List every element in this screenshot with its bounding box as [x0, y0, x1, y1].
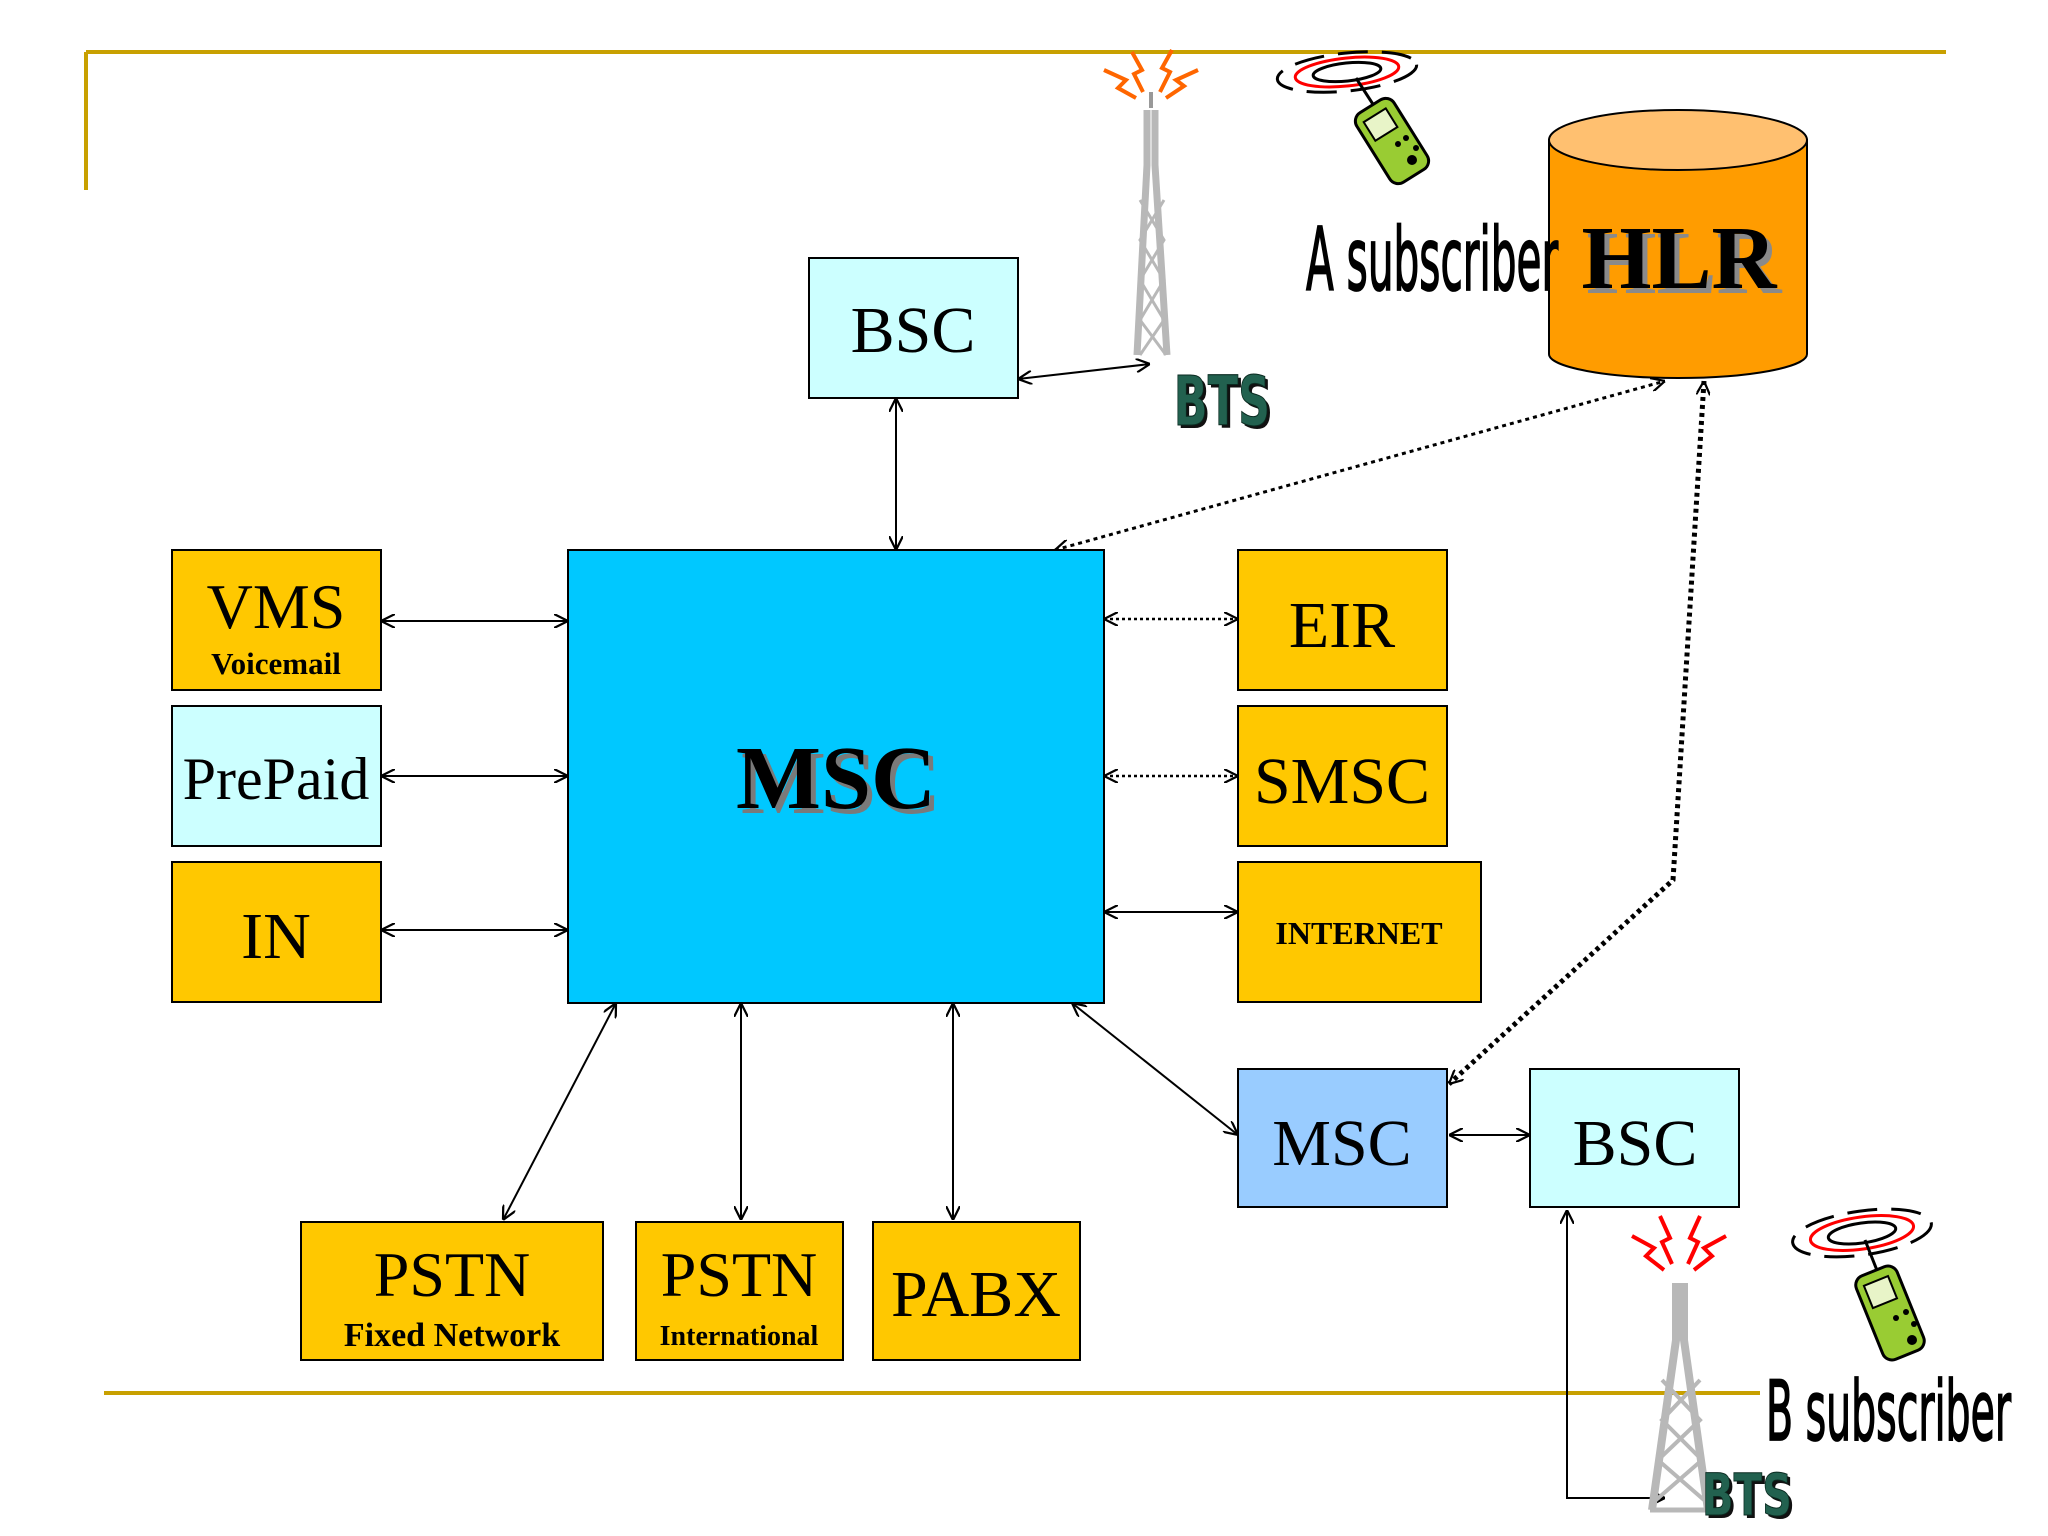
pabx-node: PABX — [872, 1221, 1081, 1361]
pstn-intl-title: PSTN — [661, 1239, 818, 1310]
a-subscriber-label: A subscriber — [1306, 210, 1559, 311]
eir-label: EIR — [1289, 589, 1395, 662]
smsc-node: SMSC — [1237, 705, 1448, 847]
cylinder-database-icon — [1548, 109, 1808, 379]
hlr-label: HLR — [1581, 209, 1777, 308]
internet-node: INTERNET — [1237, 861, 1482, 1003]
msc-main-node: MSC MSC — [567, 549, 1105, 1004]
link-msc-msc — [1072, 1003, 1238, 1135]
bts-bottom-tower: BTS BTS — [1631, 1215, 1795, 1532]
mobile-phone-icon — [1854, 1239, 1926, 1362]
link-msc-hlr — [1055, 381, 1665, 550]
link-bsc-bts-top — [1018, 364, 1150, 379]
bts-bottom-label: BTS — [1702, 1461, 1792, 1529]
hlr-node: HLR HLR — [1548, 109, 1808, 379]
msc-main-label-shadow: MSC — [741, 734, 941, 833]
in-node: IN — [171, 861, 382, 1003]
bts-top-label: BTS — [1174, 362, 1271, 441]
prepaid-label: PrePaid — [183, 746, 370, 812]
link-bsc-bts-bottom — [1567, 1210, 1665, 1498]
signal-waves-icon — [1631, 1215, 1727, 1272]
dotted-connectors — [1055, 381, 1704, 1086]
msc-secondary-node: MSC — [1237, 1068, 1448, 1208]
link-msc-pstn-fixed — [503, 1003, 616, 1220]
pstn-fixed-subtitle: Fixed Network — [344, 1317, 560, 1354]
pstn-fixed-node: PSTN Fixed Network — [300, 1221, 604, 1361]
pabx-label: PABX — [891, 1258, 1061, 1331]
b-subscriber-phone: B subscriber — [1765, 1207, 2012, 1461]
bsc-bottom-label: BSC — [1573, 1107, 1698, 1180]
mobile-phone-icon — [1353, 77, 1431, 186]
msc-secondary-label: MSC — [1272, 1107, 1411, 1180]
pstn-fixed-title: PSTN — [374, 1239, 531, 1310]
a-subscriber-phone: A subscriber — [1275, 50, 1559, 312]
transmission-tower-icon — [1648, 1283, 1712, 1513]
transmission-tower-icon — [1133, 92, 1171, 356]
msc-main-label: MSC — [736, 729, 936, 828]
b-subscriber-label: B subscriber — [1766, 1365, 2011, 1461]
prepaid-node: PrePaid — [171, 705, 382, 847]
internet-label: INTERNET — [1275, 915, 1442, 951]
vms-title: VMS — [207, 571, 346, 642]
pstn-intl-subtitle: International — [660, 1321, 819, 1352]
vms-subtitle: Voicemail — [211, 646, 341, 681]
bts-bottom-label-shadow: BTS — [1705, 1464, 1795, 1532]
slide-rules — [84, 50, 1946, 1395]
smsc-label: SMSC — [1254, 745, 1430, 818]
signal-waves-icon — [1103, 49, 1199, 100]
signal-rings-icon — [1791, 1207, 1933, 1259]
signal-rings-icon — [1275, 50, 1419, 94]
bts-top-tower: BTS BTS — [1103, 49, 1274, 445]
bts-top-label-shadow: BTS — [1177, 365, 1274, 444]
eir-node: EIR — [1237, 549, 1448, 691]
hlr-label-shadow: HLR — [1586, 214, 1782, 313]
bsc-top-node: BSC — [808, 257, 1019, 399]
vms-node: VMS Voicemail — [171, 549, 382, 691]
in-label: IN — [241, 900, 311, 973]
bsc-top-label: BSC — [851, 294, 976, 367]
link-hlr-msc-secondary — [1449, 381, 1704, 1086]
bsc-bottom-node: BSC — [1529, 1068, 1740, 1208]
connectors — [381, 364, 1665, 1498]
pstn-intl-node: PSTN International — [635, 1221, 844, 1361]
